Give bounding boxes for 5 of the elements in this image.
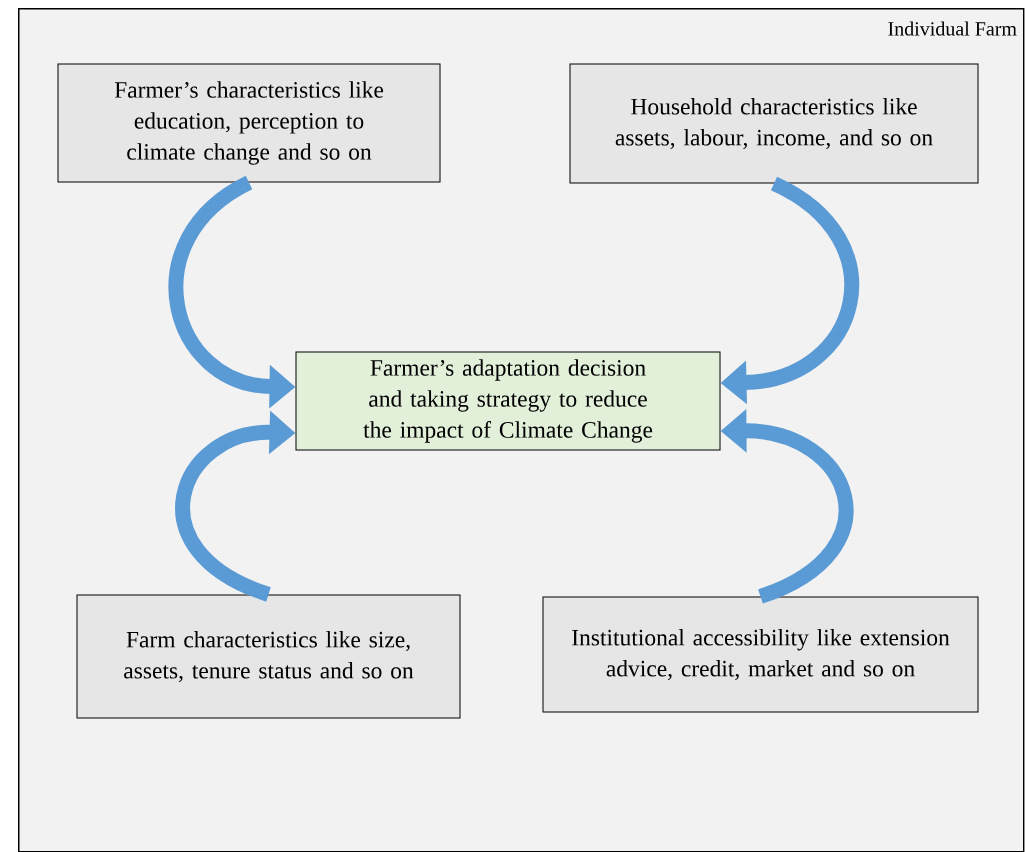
factor-box: Household characteristics like assets, labour, income, and so on [569,63,979,184]
factor-box: Farmer’s characteristics like education, perception to climate change and so on [57,63,441,183]
decision-box: Farmer’s adaptation decision and taking strategy to reduce the impact of Climate Change [295,351,721,451]
factor-box: Institutional accessibility like extension advice, credit, market and so on [542,596,979,713]
factor-box: Farm characteristics like size, assets, tenure status and so on [76,594,461,719]
